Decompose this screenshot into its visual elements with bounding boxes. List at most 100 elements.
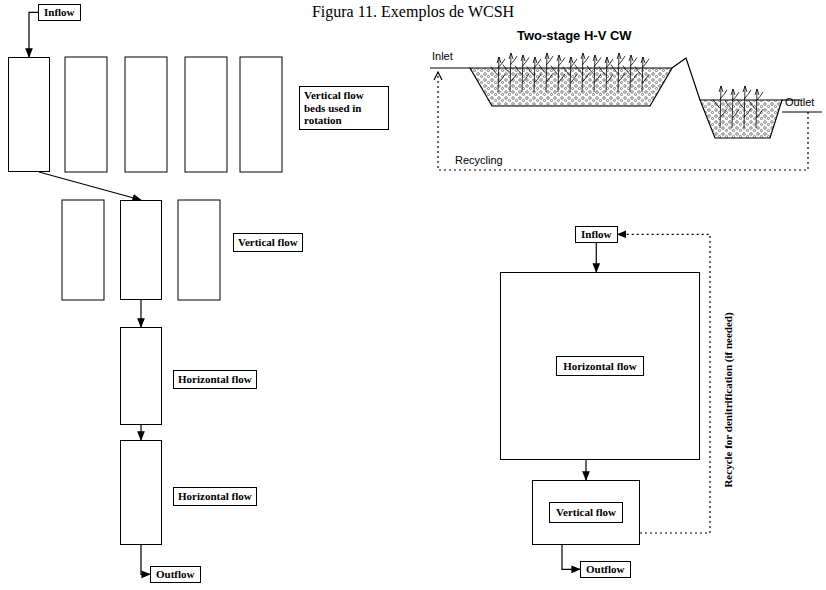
reed-leaf xyxy=(510,56,517,65)
outlet-pipe xyxy=(782,111,822,112)
reed-tip xyxy=(581,53,585,59)
stage-label: Horizontal flow xyxy=(173,487,257,506)
wetland-section xyxy=(430,58,822,170)
flow-label: Outflow xyxy=(156,568,195,581)
flow-tag: Inflow xyxy=(575,226,618,243)
reed xyxy=(587,55,601,92)
reed xyxy=(539,53,553,92)
figure-title: Figura 11. Exemplos de WCSH xyxy=(312,3,514,21)
reed-leaf xyxy=(720,90,727,99)
reed-leaf xyxy=(522,74,529,83)
reed-stem xyxy=(606,57,607,92)
illustration-label: Recycling xyxy=(455,154,503,166)
reed xyxy=(527,57,541,92)
reed-tip xyxy=(509,53,513,59)
reed xyxy=(749,89,763,128)
reed-leaf xyxy=(551,66,558,75)
reed-leaf xyxy=(642,59,649,68)
reed-leaf xyxy=(720,109,727,118)
reed xyxy=(713,86,727,128)
flow-tag: Outflow xyxy=(580,561,631,578)
reed-stem xyxy=(546,53,547,92)
reed-leaf xyxy=(558,57,565,66)
vertical-bed xyxy=(178,200,220,300)
reed-stem xyxy=(534,57,535,92)
reed-leaf xyxy=(756,109,763,118)
reed xyxy=(575,53,589,92)
reed-leaf xyxy=(498,74,505,83)
reed-leaf xyxy=(491,67,498,76)
reed-leaf xyxy=(725,101,732,110)
reed-leaf xyxy=(570,74,577,83)
reed-leaf xyxy=(618,73,625,82)
recycling-line xyxy=(438,72,808,170)
reed-stem xyxy=(522,55,523,92)
reed xyxy=(599,57,613,92)
reed-stem xyxy=(558,55,559,92)
reed-leaf xyxy=(635,67,642,76)
flow-arrow xyxy=(39,172,141,200)
wetland-bed: Vertical flow beds used in rotation xyxy=(8,57,50,172)
reed-leaf xyxy=(630,57,637,66)
illustration-title: Two-stage H-V CW xyxy=(517,28,632,43)
stage-label: Horizontal flow xyxy=(173,370,257,389)
reed-tip xyxy=(617,53,621,59)
illustration-label: Inlet xyxy=(432,50,453,62)
reed-tip xyxy=(731,89,735,95)
reed-leaf xyxy=(582,73,589,82)
reed-tip xyxy=(545,53,549,59)
reed-leaf xyxy=(732,92,739,101)
reed-leaf xyxy=(618,56,625,65)
reed xyxy=(623,55,637,92)
reed-stem xyxy=(756,89,757,128)
reed-tip xyxy=(755,89,759,95)
reed xyxy=(611,53,625,92)
stage-label: Vertical flow beds used in rotation xyxy=(299,86,389,130)
reed-leaf xyxy=(582,56,589,65)
reed-leaf xyxy=(642,74,649,83)
reed-stem xyxy=(744,86,745,128)
wetland-box: Horizontal flow xyxy=(500,272,700,460)
reed-leaf xyxy=(611,65,618,74)
reed-leaf xyxy=(527,67,534,76)
reed-stem xyxy=(570,57,571,92)
wetland-bed: Vertical flow xyxy=(120,200,162,300)
reed xyxy=(737,86,751,128)
flow-arrow xyxy=(562,545,580,569)
wetland-bed: Horizontal flow xyxy=(120,440,162,545)
reeds xyxy=(491,53,763,128)
reed-leaf xyxy=(606,74,613,83)
flow-arrow xyxy=(141,545,150,574)
stage-label: Vertical flow xyxy=(233,233,303,252)
flow-arrow xyxy=(140,300,141,327)
inlet-pipe xyxy=(430,67,470,68)
reed-leaf xyxy=(503,65,510,74)
reed xyxy=(515,55,529,92)
reed-leaf xyxy=(732,109,739,118)
flow-label: Outflow xyxy=(586,563,625,576)
reed-leaf xyxy=(534,74,541,83)
vertical-bed xyxy=(62,200,104,300)
reed-stem xyxy=(510,53,511,92)
reed-tip xyxy=(629,55,633,61)
reed-leaf xyxy=(749,101,756,110)
stage-label: Vertical flow xyxy=(549,502,623,523)
reed-leaf xyxy=(546,56,553,65)
illustration-label: Outlet xyxy=(785,96,814,108)
vertical-bed xyxy=(240,57,282,172)
berm xyxy=(672,58,700,100)
reed-stem xyxy=(498,57,499,92)
stage-label: Horizontal flow xyxy=(556,356,644,377)
reed-leaf xyxy=(522,57,529,66)
wetland-box: Vertical flow xyxy=(532,480,640,545)
reed-tip xyxy=(605,57,609,63)
reed-tip xyxy=(557,55,561,61)
reed xyxy=(725,89,739,128)
reed-leaf xyxy=(713,99,720,108)
flow-tag: Outflow xyxy=(150,566,201,583)
reed-tip xyxy=(593,55,597,61)
reed-leaf xyxy=(737,99,744,108)
reed-tip xyxy=(743,86,747,92)
recycling-head xyxy=(434,72,442,80)
reed-stem xyxy=(594,55,595,92)
